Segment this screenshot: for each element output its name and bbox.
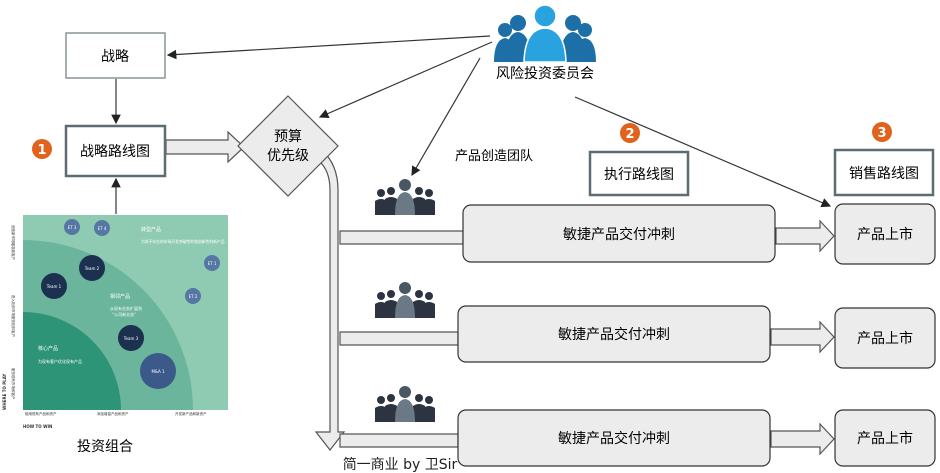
y-tick-1: 创造新市场瞄准新客户 [11, 225, 16, 260]
bubble-et4: ET 4 [98, 226, 107, 231]
arrow-sprint-2-to-launch [770, 320, 835, 354]
arrow-committee-to-team [411, 57, 481, 177]
transform-title: 转型产品 [141, 226, 161, 233]
arrow-budget-down [314, 148, 346, 451]
arrow-to-sprint-1 [339, 230, 464, 245]
committee-people-icon [494, 4, 596, 63]
product-team-label: 产品创造团队 [455, 149, 533, 164]
budget-label-line1: 预算 [274, 129, 302, 145]
x-tick-1: 使用现有产品和资产 [25, 411, 57, 416]
x-axis-label: HOW TO WIN [23, 424, 52, 429]
core-zone [23, 312, 121, 410]
bubble-team3: Team 3 [123, 336, 139, 341]
core-title: 核心产品 [38, 345, 58, 352]
bubble-ma1: M&A 1 [151, 369, 165, 374]
execution-roadmap-box [588, 150, 690, 197]
bubble-et2: ET 2 [189, 294, 198, 299]
arrow-roadmap-to-budget [165, 130, 245, 164]
bubble-team2: Team 2 [84, 266, 100, 271]
bubble-et1: ET 1 [208, 261, 217, 266]
badge-2-number: 2 [625, 127, 634, 142]
launch-box-1 [834, 203, 936, 265]
sprint-label-1: 敏捷产品交付冲刺 [563, 226, 675, 243]
flow-arrows [165, 130, 835, 456]
team-icon-3 [375, 386, 435, 422]
sales-roadmap-box [833, 148, 935, 197]
strategy-label: 战略 [101, 49, 129, 65]
launch-box-2 [834, 307, 936, 369]
adjacent-desc-1: 从现有业务扩展到 [110, 305, 142, 311]
sprint-label-2: 敏捷产品交付冲刺 [558, 326, 670, 343]
committee-label: 风险投资委员会 [496, 66, 594, 82]
arrow-to-sprint-2 [339, 331, 459, 346]
sprint-label-3: 敏捷产品交付冲刺 [558, 430, 670, 447]
arrow-committee-to-strategy [166, 35, 491, 60]
launch-box-3 [834, 409, 936, 467]
x-tick-3: 开发新产品和新资产 [175, 411, 207, 416]
launch-label-1: 产品上市 [857, 226, 913, 243]
arrow-to-sprint-3 [339, 433, 459, 448]
team-icon-2 [375, 282, 435, 318]
portfolio-caption: 投资组合 [77, 439, 133, 455]
team-icon-1 [375, 179, 435, 215]
launch-label-2: 产品上市 [857, 330, 913, 347]
execution-roadmap-label: 执行路线图 [604, 167, 674, 183]
sprint-box-2 [457, 305, 771, 363]
budget-label-line2: 优先级 [267, 148, 309, 164]
badge-3-number: 3 [877, 126, 886, 141]
badge-1-number: 1 [37, 143, 46, 158]
launch-label-3: 产品上市 [857, 430, 913, 447]
arrow-sprint-1-to-launch [775, 219, 835, 253]
arrow-committee-to-launch [574, 96, 832, 208]
badge-2 [620, 123, 640, 143]
adjacent-title: 相邻产品 [110, 293, 130, 300]
bubble-team1: Team 1 [46, 284, 62, 289]
budget-priority-diamond [237, 95, 339, 197]
sprint-box-3 [457, 409, 771, 467]
y-tick-2: 进入相邻市场服务相邻客户 [11, 295, 16, 337]
transform-desc: 为尚不存在的市场开发突破性的和创新性的新产品 [141, 239, 225, 244]
bubble-et3: ET 3 [68, 225, 77, 230]
y-axis-label: WHERE TO PLAY [2, 374, 7, 410]
team-people-icons [375, 179, 435, 422]
badge-1 [32, 139, 52, 159]
x-tick-2: 添加增量产品和资产 [97, 411, 129, 416]
strategy-roadmap-label: 战略路线图 [80, 144, 150, 160]
credit-text: 简一商业 by 卫Sir [343, 456, 458, 473]
sales-roadmap-label: 销售路线图 [849, 166, 919, 182]
y-tick-3: 服务现有市场和客户 [11, 368, 16, 400]
badge-3 [872, 122, 892, 142]
arrow-sprint-3-to-launch [770, 422, 835, 456]
strategy-box [65, 32, 166, 79]
strategy-roadmap-box [64, 124, 167, 178]
arrow-committee-to-budget [318, 41, 493, 119]
core-desc: 为现有客户优化现有产品 [38, 358, 82, 364]
sprint-box-1 [462, 204, 776, 263]
adjacent-desc-2: “公司新业务” [112, 311, 136, 317]
portfolio-matrix: ET 3 ET 4 Team 2 Team 1 ET 1 ET 2 Team 3… [2, 215, 228, 429]
connector-arrows [111, 35, 832, 214]
